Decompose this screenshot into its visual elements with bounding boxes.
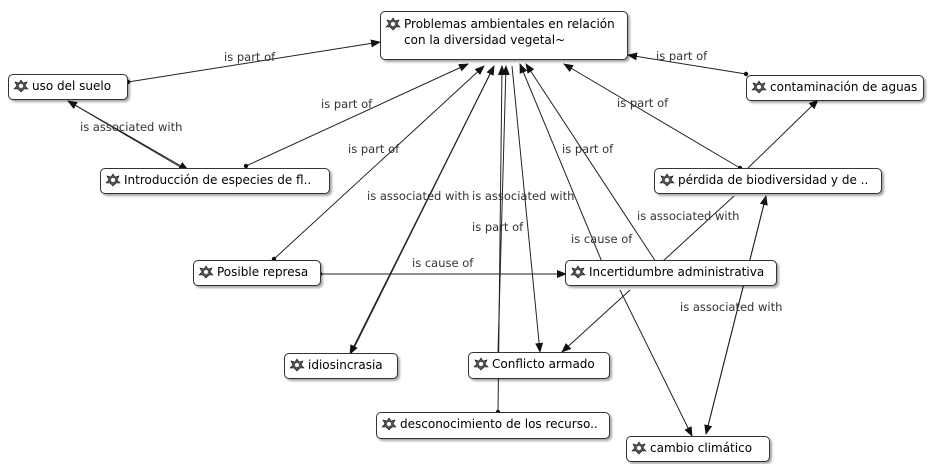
concept-icon	[381, 417, 397, 431]
edge-perdida-contam	[747, 99, 819, 169]
concept-icon	[105, 173, 121, 187]
edge-perdida-cambio	[704, 195, 767, 435]
edge-label: is associated with	[637, 209, 739, 223]
edge-label: is associated with	[680, 300, 782, 314]
node-label: contaminación de aguas	[770, 80, 918, 94]
edge-incert-main-2	[525, 63, 657, 263]
node-label: uso del suelo	[32, 79, 112, 93]
node-label: desconocimiento de los recurso..	[400, 417, 598, 431]
edge-incert-main	[519, 63, 603, 263]
node-label: Incertidumbre administrativa	[589, 265, 765, 279]
edge-main-idio	[349, 65, 495, 355]
edge-label: is associated with	[472, 189, 574, 203]
edge-main-conflicto	[511, 65, 544, 353]
node-label: Problemas ambientales en relación con la…	[404, 17, 615, 47]
concept-icon	[473, 357, 489, 371]
edge-label: is part of	[656, 49, 708, 63]
node-conflicto[interactable]: Conflicto armado	[468, 352, 610, 379]
concept-icon	[631, 441, 647, 455]
edge-label: is associated with	[367, 189, 469, 203]
edge-label: is part of	[348, 142, 400, 156]
node-perdida[interactable]: pérdida de biodiversidad y de ..	[654, 168, 882, 194]
edge-incert-cambio	[619, 289, 693, 437]
concept-icon	[198, 265, 214, 279]
concept-icon	[13, 79, 29, 93]
edge-uso-intro-tail	[67, 100, 189, 171]
node-label: pérdida de biodiversidad y de ..	[678, 173, 869, 187]
node-main[interactable]: Problemas ambientales en relación con la…	[380, 11, 628, 60]
edge-label: is part of	[321, 97, 373, 111]
concept-icon	[570, 265, 586, 279]
node-represa[interactable]: Posible represa	[193, 260, 321, 286]
edge-label: is part of	[472, 220, 524, 234]
edge-label: is part of	[224, 50, 276, 64]
edge-perdida-main	[563, 63, 743, 171]
edge-uso-main	[125, 39, 381, 85]
concept-icon	[751, 80, 767, 94]
node-idiosincrasia[interactable]: idiosincrasia	[284, 353, 398, 379]
node-label: Conflicto armado	[492, 357, 595, 371]
edge-label: is associated with	[80, 120, 182, 134]
node-label: idiosincrasia	[308, 358, 383, 372]
edge-label: is cause of	[412, 256, 474, 270]
node-desconocimiento[interactable]: desconocimiento de los recurso..	[376, 412, 610, 439]
node-incertidumbre[interactable]: Incertidumbre administrativa	[565, 260, 777, 286]
edge-label: is part of	[562, 142, 614, 156]
concept-icon	[289, 358, 305, 372]
node-cambio[interactable]: cambio climático	[626, 436, 770, 462]
concept-icon	[659, 173, 675, 187]
node-contaminacion[interactable]: contaminación de aguas	[746, 75, 924, 101]
node-label: cambio climático	[650, 441, 753, 455]
edge-label: is part of	[617, 96, 669, 110]
edge-label: is cause of	[571, 232, 633, 246]
concept-icon	[385, 17, 401, 31]
node-introduccion[interactable]: Introducción de especies de fl..	[100, 168, 330, 194]
edge-represa-main	[271, 65, 485, 262]
node-uso-suelo[interactable]: uso del suelo	[8, 74, 128, 100]
edge-incert-conflicto	[561, 289, 631, 353]
node-label: Posible represa	[217, 265, 309, 279]
edge-incert-perdida	[659, 195, 735, 265]
node-label: Introducción de especies de fl..	[124, 173, 312, 187]
